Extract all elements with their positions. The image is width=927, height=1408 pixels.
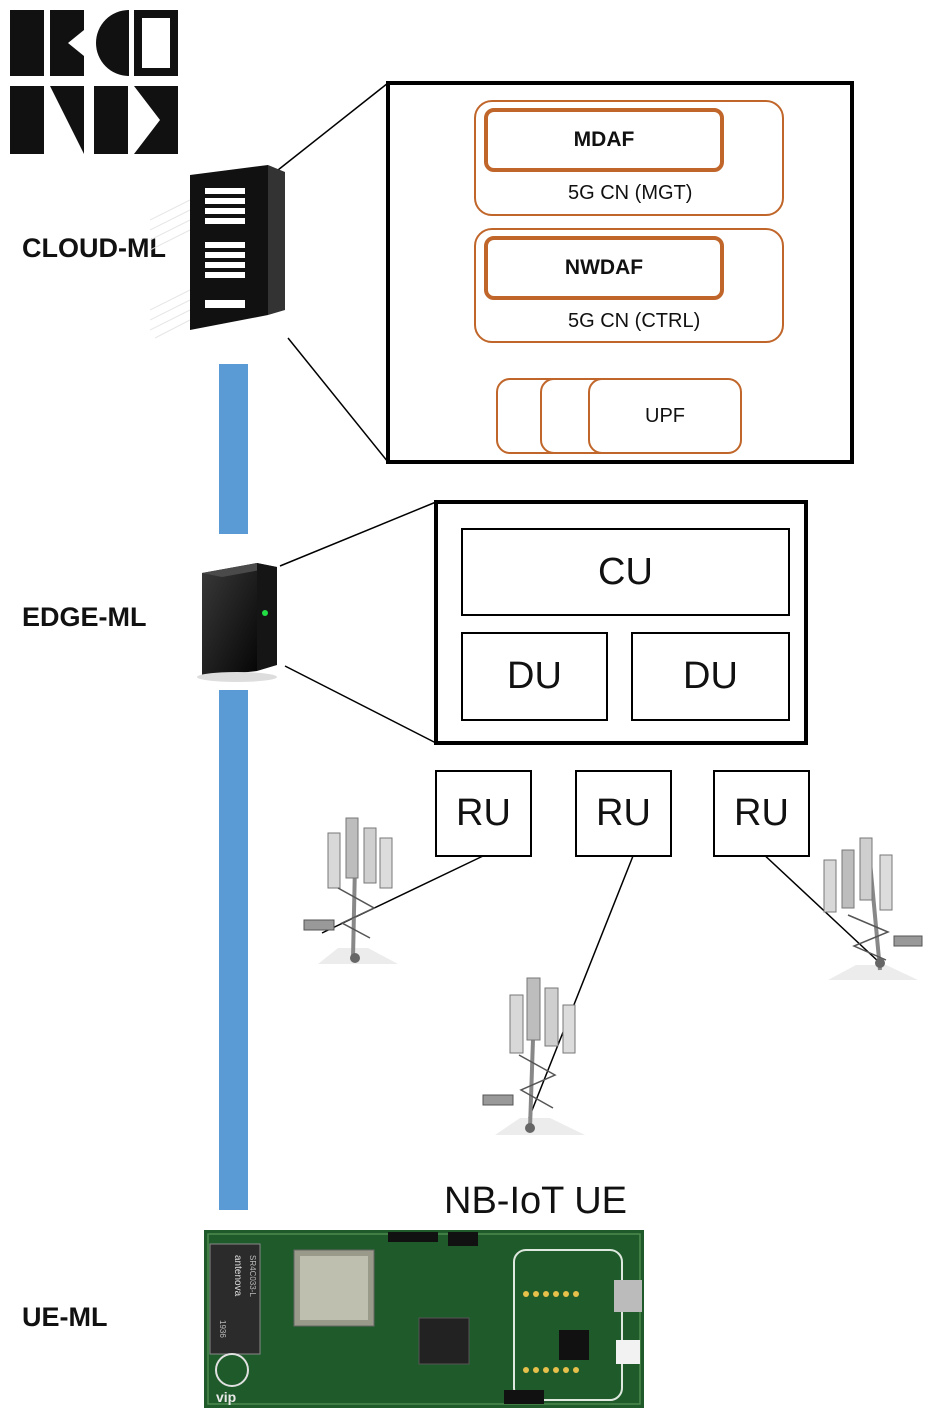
edge-server-icon [197,563,277,682]
edge-ml-label: EDGE-ML [22,602,147,632]
logo-icon [10,10,178,154]
ru-box-left: RU [435,770,532,857]
mgt-label: 5G CN (MGT) [568,182,693,204]
nwdaf-box: NWDAF [484,236,724,300]
antenna-number-text: 1936 [218,1320,227,1338]
du-box-right: DU [631,632,790,721]
board-brand-text: vip [216,1389,236,1405]
upf-box [588,378,742,454]
cloud-server-icon [150,165,285,339]
mdaf-box: MDAF [484,108,724,172]
ue-ml-label: UE-ML [22,1302,108,1332]
cell-tower-icon-middle [482,977,585,1135]
ru-box-middle: RU [575,770,672,857]
cell-tower-icon-left [303,817,398,964]
nb-iot-board-icon: antenova SR4C033-L 1936 vip [204,1230,644,1408]
cell-tower-icon-right [823,837,923,980]
antenna-part-text: SR4C033-L [248,1255,257,1297]
du-box-left: DU [461,632,608,721]
upf-label: UPF [645,404,685,427]
cu-box: CU [461,528,790,616]
antenna-brand-text: antenova [232,1255,243,1297]
ru-box-right: RU [713,770,810,857]
edge-ue-link [219,690,248,1210]
cloud-ml-label: CLOUD-ML [22,233,166,263]
nb-iot-ue-label: NB-IoT UE [444,1180,628,1222]
cloud-edge-link [219,364,248,534]
ctrl-label: 5G CN (CTRL) [568,310,701,332]
